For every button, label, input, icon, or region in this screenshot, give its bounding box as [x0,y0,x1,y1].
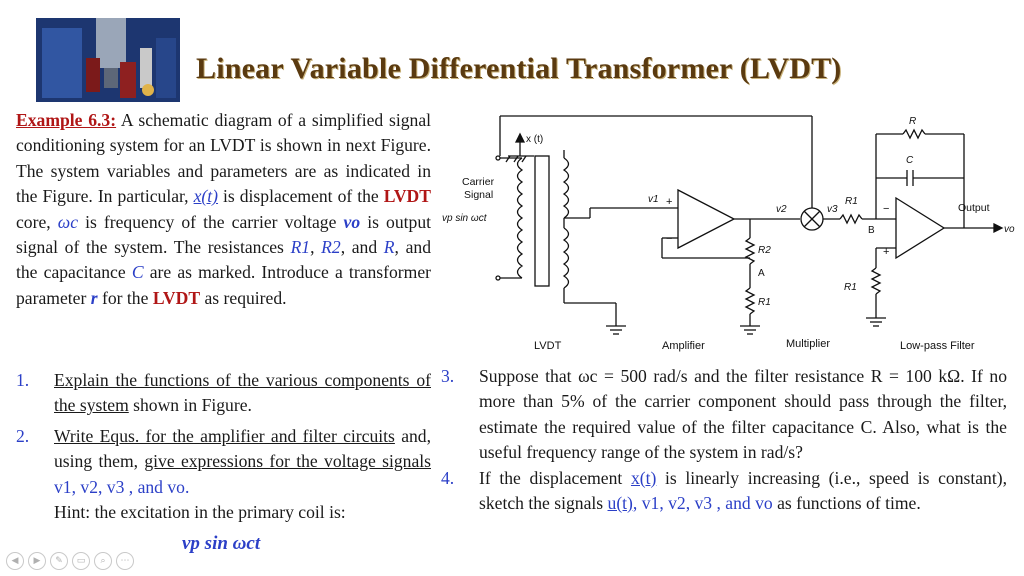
v2-label: v2 [776,204,787,215]
displacement-label: x (t) [526,134,543,145]
svg-text:Output: Output [958,202,990,214]
page-title: Linear Variable Differential Transformer… [196,52,842,85]
svg-text:C: C [906,155,914,166]
label-multiplier: Multiplier [786,338,830,350]
excitation-expression: vp sin ωct [182,533,261,554]
question-list-left: 1. Explain the functions of the various … [16,368,431,525]
slide-nav: ◀ ▶ ✎ ▭ ⌕ ⋯ [6,552,134,570]
header-photo [36,18,180,102]
svg-text:R1: R1 [845,196,858,207]
vo-label: vo [1004,224,1015,235]
svg-text:R: R [909,116,916,127]
pen-icon[interactable]: ✎ [50,552,68,570]
resistor-r1-series [839,213,863,225]
example-intro: Example 6.3: A schematic diagram of a si… [16,108,431,311]
svg-text:Carrier: Carrier [462,176,495,188]
v1-label: v1 [648,194,659,205]
label-lowpass-filter: Low-pass Filter [900,340,975,352]
list-item: 2. Write Equs. for the amplifier and fil… [16,425,432,523]
excitation-label: vp sin ωct [442,213,488,224]
label-lvdt: LVDT [534,340,562,352]
back-icon[interactable]: ◀ [6,552,24,570]
list-item: 3. Suppose that ωc = 500 rad/s and the f… [441,366,1007,463]
svg-text:+: + [883,246,889,258]
resistor-r2 [744,237,756,265]
amplifier-opamp [677,188,736,250]
v3-label: v3 [827,204,838,215]
svg-text:R1: R1 [758,297,771,308]
feedback-resistor [902,128,926,140]
question-list-right: 3. Suppose that ωc = 500 rad/s and the f… [441,364,1007,516]
resistor-r1-filter [870,267,882,295]
svg-text:Signal: Signal [464,189,493,201]
list-item: 4. If the displacement x(t) is linearly … [441,467,1007,514]
intro-paragraph: Example 6.3: A schematic diagram of a si… [16,110,432,308]
svg-text:B: B [868,225,875,236]
filter-opamp [895,196,946,260]
svg-text:R2: R2 [758,245,771,256]
circuit-board-photo [36,18,180,102]
displacement-symbol: x(t) [193,186,219,207]
resistor-r1-ground [744,287,756,315]
slides-icon[interactable]: ▭ [72,552,90,570]
lvdt-circuit-diagram: x (t) Carrier Signal vp sin ωct + − v1 v… [442,115,1015,352]
svg-text:R1: R1 [844,282,857,293]
zoom-icon[interactable]: ⌕ [94,552,112,570]
lvdt-core [534,155,550,287]
label-amplifier: Amplifier [662,340,705,352]
secondary-coil-lower [562,227,570,289]
example-label: Example 6.3: [16,110,117,130]
more-icon[interactable]: ⋯ [116,552,134,570]
svg-text:−: − [666,233,672,245]
primary-coil [516,157,524,279]
hint-text: Hint: the excitation in the primary coil… [54,502,346,523]
svg-text:A: A [758,268,765,279]
svg-text:+: + [666,196,672,208]
forward-icon[interactable]: ▶ [28,552,46,570]
list-item: 1. Explain the functions of the various … [16,370,431,416]
secondary-coil-upper [562,157,570,219]
svg-text:−: − [883,203,889,215]
